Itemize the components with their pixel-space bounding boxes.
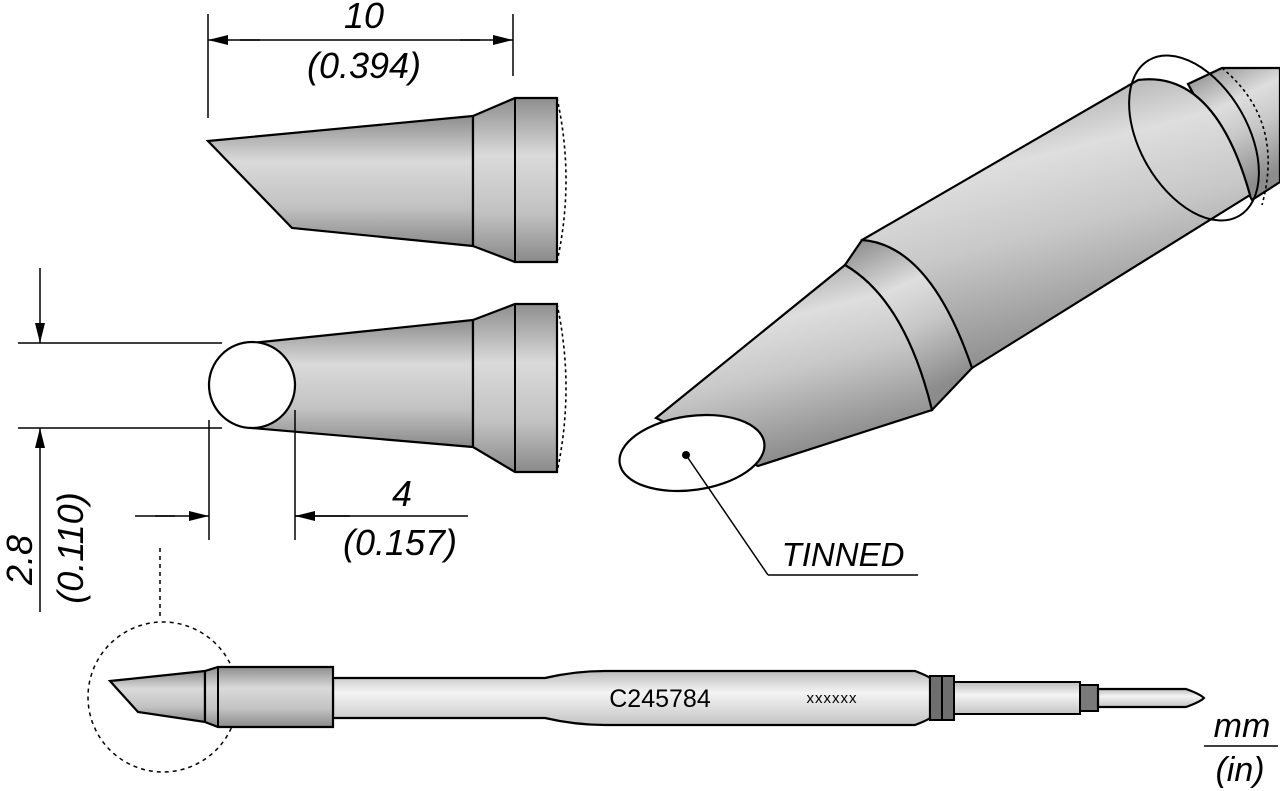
dimension-diameter-inch: (0.110) — [50, 492, 91, 603]
dimension-width: 4 (0.157) — [135, 410, 468, 563]
dimension-diameter-mm: 2.8 — [0, 535, 40, 586]
part-number: C245784 — [609, 685, 711, 713]
dimension-diameter: 2.8 (0.110) — [0, 268, 222, 612]
tinned-face — [618, 413, 766, 493]
full-tip-view: C245784 xxxxxx — [87, 548, 1206, 773]
side-view-tip — [205, 96, 567, 264]
isometric-view-tip — [618, 54, 1280, 493]
dimension-length-inch: (0.394) — [307, 45, 421, 86]
unit-mm: mm — [1214, 707, 1271, 745]
front-view-tip — [207, 302, 567, 474]
dimension-width-inch: (0.157) — [343, 522, 457, 563]
unit-inch: (in) — [1215, 751, 1264, 789]
dimension-length-mm: 10 — [344, 0, 384, 36]
units-legend: mm (in) — [1204, 707, 1278, 789]
dimension-width-mm: 4 — [392, 473, 412, 514]
tinned-callout: TINNED — [685, 454, 918, 576]
part-code: xxxxxx — [807, 690, 858, 707]
tip-end-face — [207, 340, 297, 430]
tinned-label: TINNED — [782, 536, 905, 573]
dimension-length: 10 (0.394) — [207, 0, 514, 118]
